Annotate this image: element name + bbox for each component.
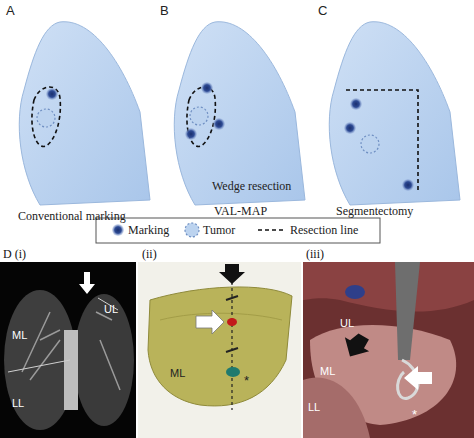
caption-text: Conventional marking [18, 210, 126, 222]
panel-letter: (ii) [142, 248, 157, 260]
lung-schematic [19, 22, 150, 205]
thoracoscopic-photo [303, 262, 474, 438]
lobe-label: LL [12, 398, 24, 409]
legend-text: Tumor [203, 224, 235, 236]
legend-text: Marking [128, 224, 169, 236]
panel-letter: B [160, 4, 169, 17]
lung-schematic [174, 22, 305, 205]
legend-text: Resection line [290, 224, 358, 236]
panel-letter: (iii) [306, 248, 324, 260]
lobe-label: ML [170, 368, 185, 379]
lobe-label: UL [104, 304, 118, 315]
lobe-label: ML [12, 330, 27, 341]
panel-letter: C [318, 4, 327, 17]
legend-sample [112, 224, 124, 236]
lobe-label: ML [320, 366, 335, 377]
legend-sample [258, 229, 284, 231]
caption-text: Segmentectomy [336, 205, 413, 217]
lobe-label: LL [308, 402, 320, 413]
asterisk-mark: * [244, 374, 249, 387]
asterisk-mark: * [412, 408, 417, 421]
legend-sample [185, 223, 199, 237]
panel-letter: A [6, 4, 15, 17]
3d-reconstruction [138, 262, 301, 438]
ct-image [0, 262, 136, 438]
legend-frame [96, 218, 380, 243]
caption-text: Wedge resection [212, 180, 291, 192]
caption-text: VAL-MAP [214, 205, 267, 217]
lobe-label: UL [340, 318, 354, 329]
lung-schematic [329, 22, 460, 205]
panel-letter: D (i) [3, 248, 26, 260]
